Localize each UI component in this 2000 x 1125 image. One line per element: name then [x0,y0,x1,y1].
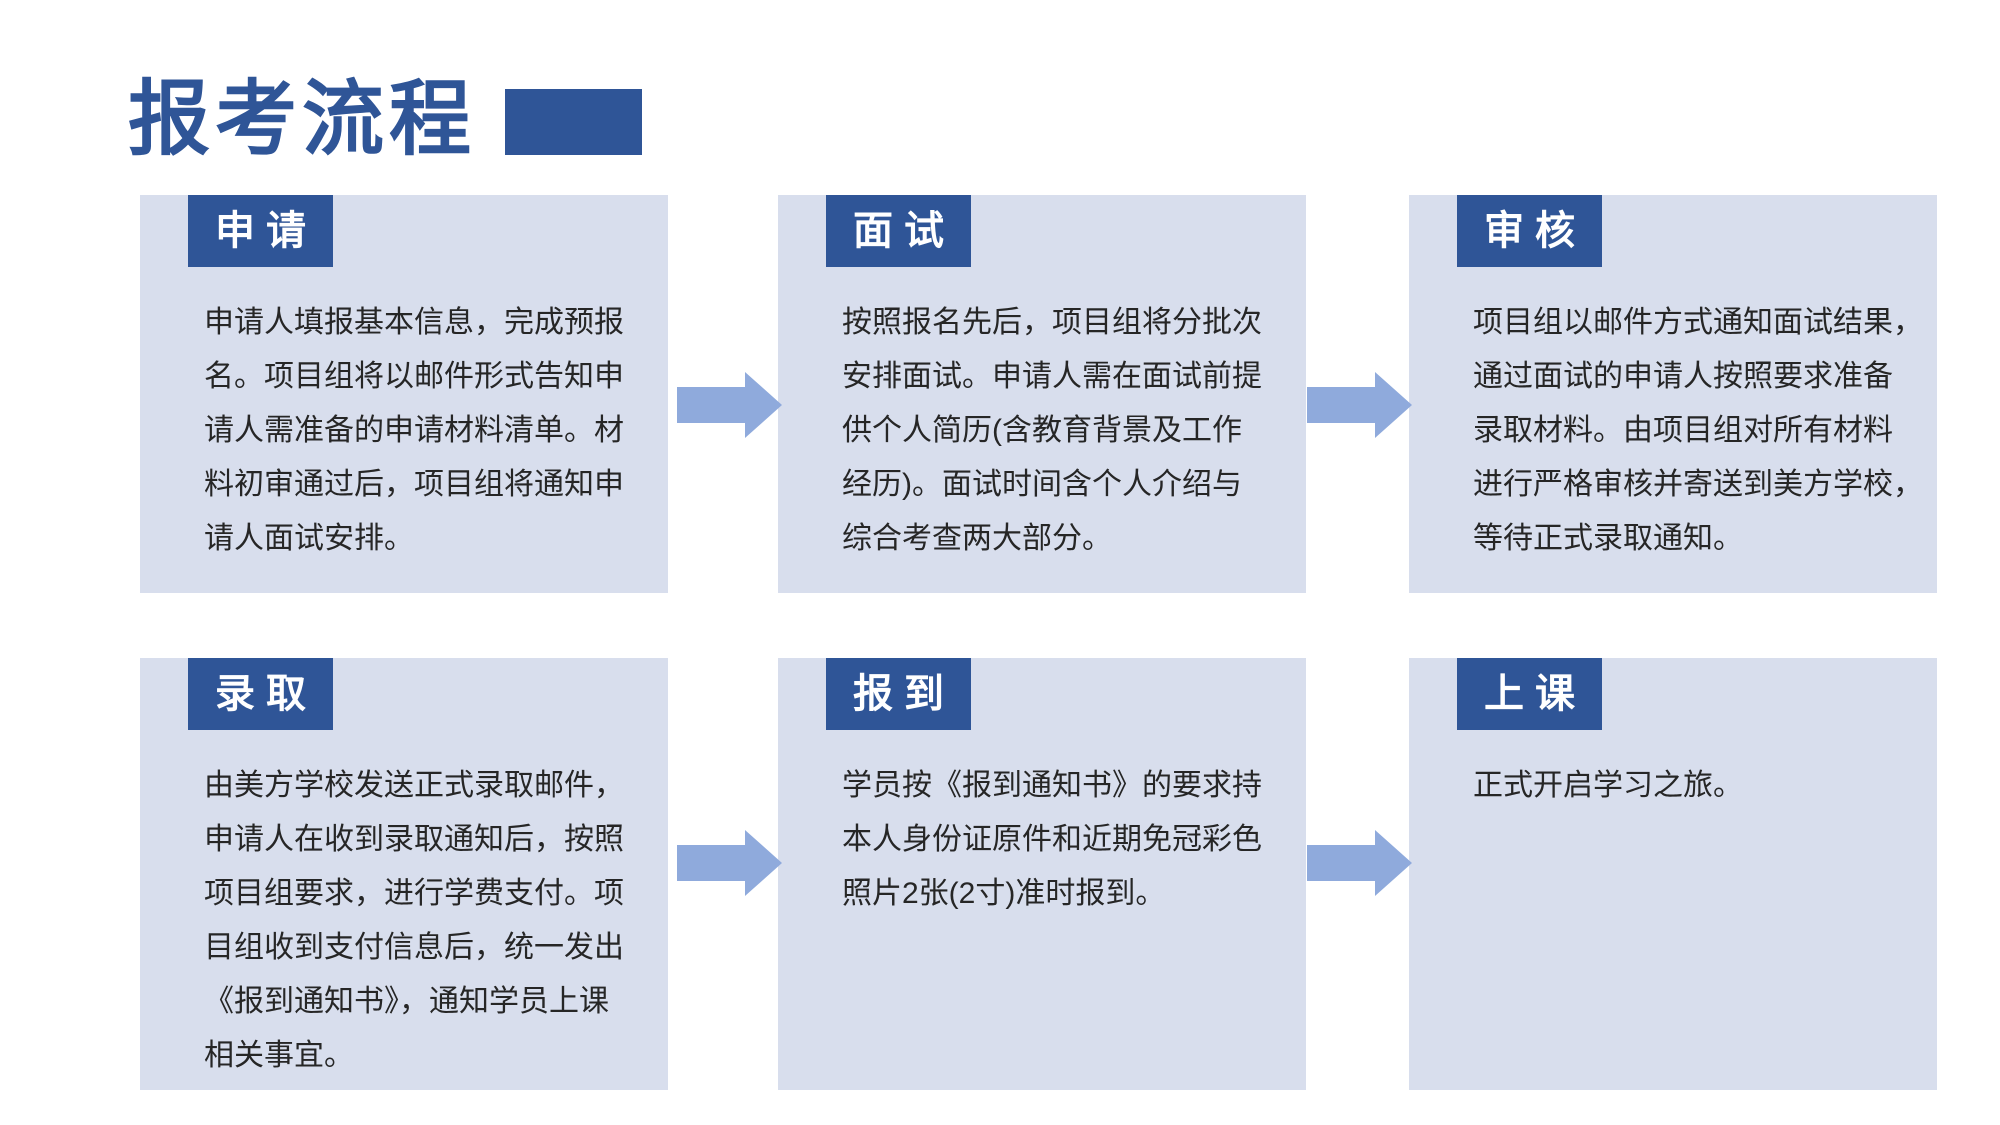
page-title: 报考流程 [128,74,477,165]
right-arrow-icon [677,372,782,438]
step-text-class: 正式开启学习之旅。 [1473,769,1743,802]
right-arrow-icon [677,830,782,896]
step-badge-registration: 报 到 [826,658,971,730]
step-text-apply: 申请人填报基本信息，完成预报 名。项目组将以邮件形式告知申 请人需准备的申请材料… [204,306,624,555]
step-card-apply: 申 请 申请人填报基本信息，完成预报 名。项目组将以邮件形式告知申 请人需准备的… [140,195,668,593]
step-badge-review: 审 核 [1457,195,1602,267]
step-card-review: 审 核 项目组以邮件方式通知面试结果， 通过面试的申请人按照要求准备 录取材料。… [1409,195,1937,593]
step-card-class: 上 课 正式开启学习之旅。 [1409,658,1937,1090]
right-arrow-icon [1307,372,1412,438]
step-card-interview: 面 试 按照报名先后，项目组将分批次 安排面试。申请人需在面试前提 供个人简历(… [778,195,1306,593]
step-text-interview: 按照报名先后，项目组将分批次 安排面试。申请人需在面试前提 供个人简历(含教育背… [842,306,1262,555]
step-text-review: 项目组以邮件方式通知面试结果， 通过面试的申请人按照要求准备 录取材料。由项目组… [1473,306,1923,555]
step-badge-admission: 录 取 [188,658,333,730]
step-badge-apply: 申 请 [188,195,333,267]
step-text-registration: 学员按《报到通知书》的要求持 本人身份证原件和近期免冠彩色 照片2张(2寸)准时… [842,769,1262,910]
step-card-registration: 报 到 学员按《报到通知书》的要求持 本人身份证原件和近期免冠彩色 照片2张(2… [778,658,1306,1090]
step-badge-class: 上 课 [1457,658,1602,730]
right-arrow-icon [1307,830,1412,896]
title-accent-rect [505,89,642,155]
step-text-admission: 由美方学校发送正式录取邮件， 申请人在收到录取通知后，按照 项目组要求，进行学费… [204,769,624,1072]
step-card-admission: 录 取 由美方学校发送正式录取邮件， 申请人在收到录取通知后，按照 项目组要求，… [140,658,668,1090]
step-badge-interview: 面 试 [826,195,971,267]
